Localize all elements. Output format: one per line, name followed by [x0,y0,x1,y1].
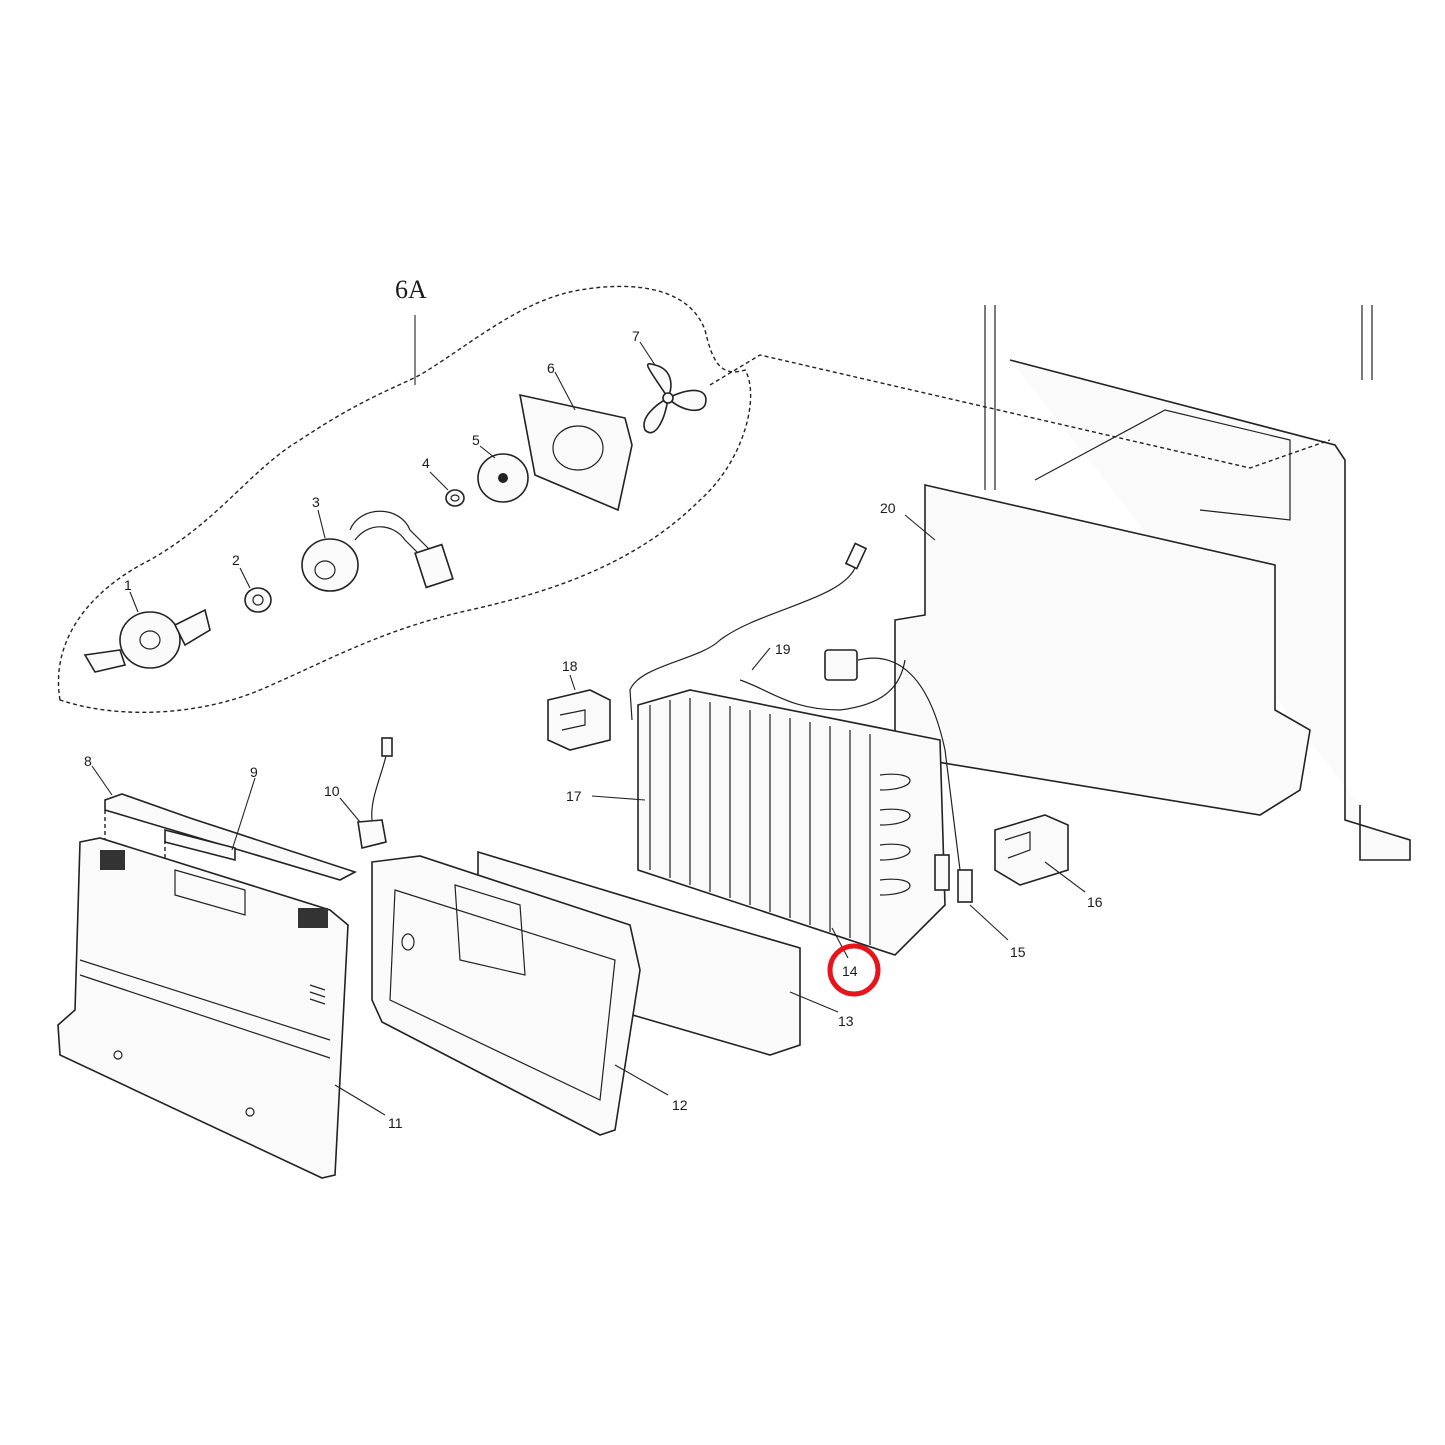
part-19[interactable]: 19 [629,542,961,871]
svg-text:16: 16 [1087,894,1103,910]
part-4[interactable]: 4 [422,455,465,507]
part-11[interactable]: 11 [57,837,403,1179]
part-16[interactable]: 16 [994,814,1103,910]
part-5[interactable]: 5 [472,432,529,503]
svg-text:3: 3 [312,494,320,510]
svg-text:1: 1 [124,577,132,593]
svg-text:20: 20 [880,500,896,516]
group-label-6a: 6A [395,275,427,304]
svg-text:15: 15 [1010,944,1026,960]
part-8[interactable]: 8 [84,753,358,881]
part-14[interactable]: 14 [827,927,881,997]
svg-text:6: 6 [547,360,555,376]
highlight-circle [827,943,881,997]
svg-text:12: 12 [672,1097,688,1113]
svg-text:4: 4 [422,455,430,471]
svg-text:17: 17 [566,788,582,804]
part-2[interactable]: 2 [232,552,272,613]
svg-text:11: 11 [388,1115,403,1131]
part-12[interactable]: 12 [371,855,688,1136]
assembly-6a-outline: 6A [57,275,752,714]
part-20[interactable]: 20 [880,483,1311,816]
part-17[interactable]: 17 [566,689,946,956]
svg-text:7: 7 [632,328,640,344]
svg-text:9: 9 [250,764,258,780]
part-18[interactable]: 18 [547,658,611,751]
svg-text:10: 10 [324,783,340,799]
svg-text:19: 19 [775,641,791,657]
svg-text:5: 5 [472,432,480,448]
part-10[interactable]: 10 [324,737,393,849]
svg-text:2: 2 [232,552,240,568]
part-1[interactable]: 1 [83,577,211,673]
part-6[interactable]: 6 [518,360,633,512]
part-7[interactable]: 7 [632,328,707,434]
svg-text:13: 13 [838,1013,854,1029]
part-9[interactable]: 9 [164,764,258,862]
svg-text:18: 18 [562,658,578,674]
part-3[interactable]: 3 [301,494,454,592]
svg-text:8: 8 [84,753,92,769]
svg-text:14: 14 [842,963,858,979]
part-15[interactable]: 15 [934,854,1026,960]
